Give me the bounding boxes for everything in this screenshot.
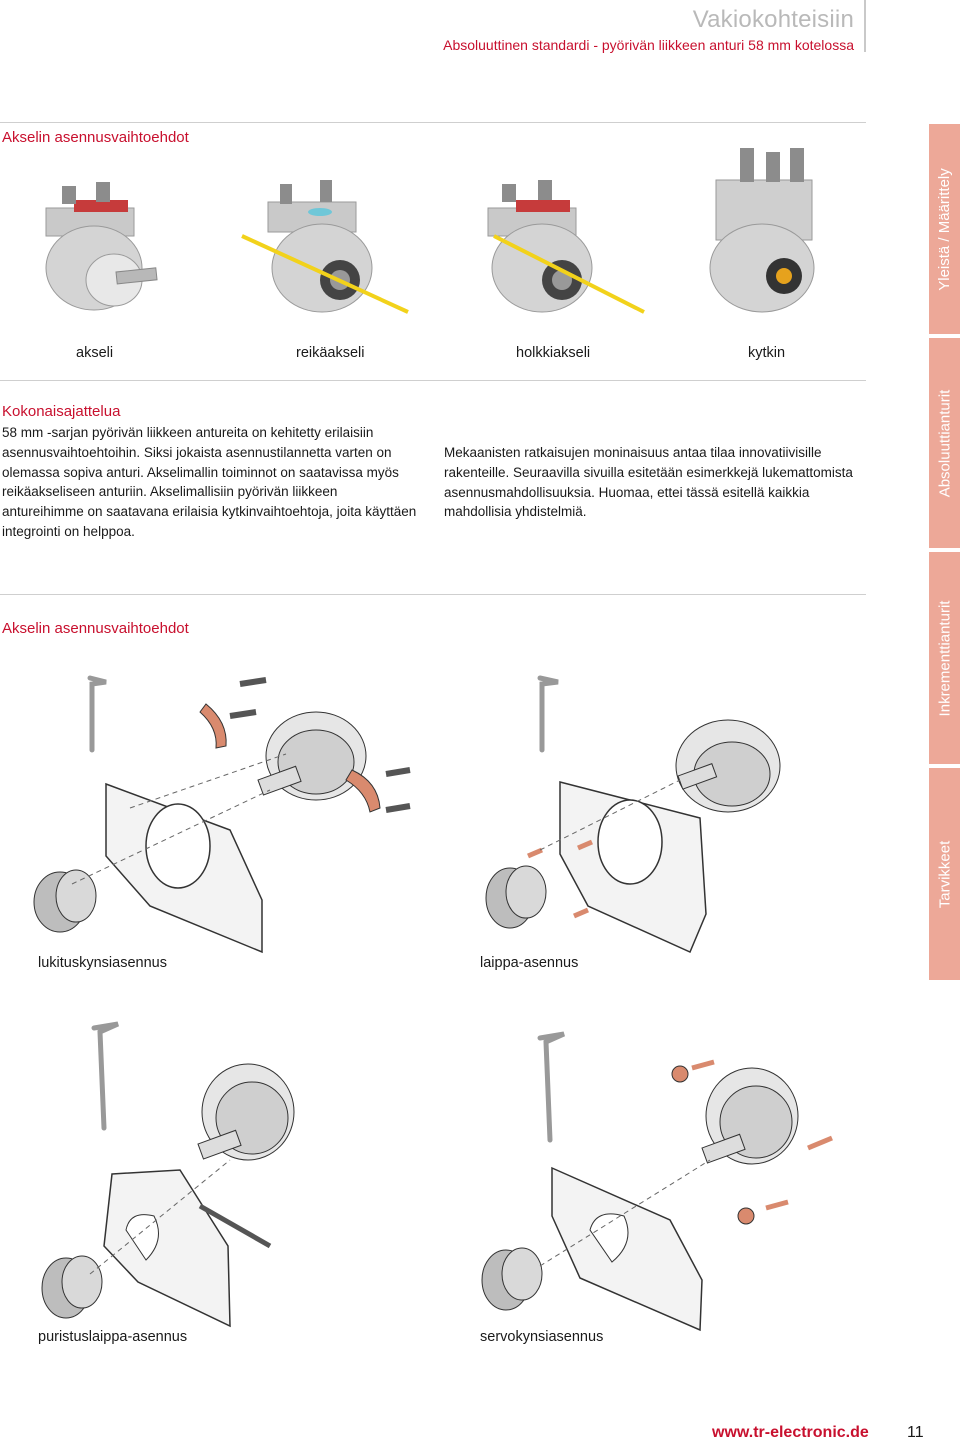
header-divider <box>864 0 866 52</box>
page-number: 11 <box>907 1424 924 1441</box>
footer-url[interactable]: www.tr-electronic.de <box>712 1424 869 1441</box>
encoder-hollow-shaft-image <box>241 180 409 314</box>
tab-yleista[interactable]: Yleistä / Määrittely <box>929 124 960 334</box>
section2-left-paragraph: 58 mm -sarjan pyörivän liikkeen antureit… <box>2 425 417 539</box>
section3-rule <box>0 594 866 595</box>
caption-akseli: akseli <box>76 345 114 361</box>
caption-holkkiakseli: holkkiakseli <box>516 345 591 361</box>
section2-rule <box>0 380 866 381</box>
page-subtitle: Absoluuttinen standardi - pyörivän liikk… <box>443 37 854 53</box>
diagram-laippa-asennus <box>485 675 781 953</box>
caption-reikaakseli: reikäakseli <box>296 345 365 361</box>
caption-kytkin: kytkin <box>748 345 786 361</box>
diagram-puristuslaippa-asennus <box>41 1021 295 1328</box>
section1-heading: Akselin asennusvaihtoehdot <box>2 129 189 146</box>
tab-inkrementtianturit[interactable]: Inkrementtianturit <box>929 552 960 764</box>
section2-heading: Kokonaisajattelua <box>2 403 121 420</box>
diagram-lukituskynsiasennus <box>33 675 411 954</box>
caption-puristuslaippa-asennus: puristuslaippa-asennus <box>38 1329 188 1345</box>
tab-tarvikkeet[interactable]: Tarvikkeet <box>929 768 960 980</box>
caption-laippa-asennus: laippa-asennus <box>480 955 579 971</box>
caption-servokynsiasennus: servokynsiasennus <box>480 1329 604 1345</box>
section2-right-paragraph: Mekaanisten ratkaisujen moninaisuus anta… <box>444 445 853 520</box>
encoder-shaft-image <box>45 182 158 311</box>
page-title: Vakiokohteisiin <box>692 6 854 33</box>
caption-lukituskynsiasennus: lukituskynsiasennus <box>38 955 167 971</box>
encoder-hub-shaft-image <box>487 180 645 314</box>
section1-rule <box>0 122 866 123</box>
encoder-connector-image <box>709 148 815 313</box>
diagram-servokynsiasennus <box>481 1031 833 1332</box>
tab-absoluuttianturit[interactable]: Absoluuttianturit <box>929 338 960 548</box>
section3-heading: Akselin asennusvaihtoehdot <box>2 620 189 637</box>
